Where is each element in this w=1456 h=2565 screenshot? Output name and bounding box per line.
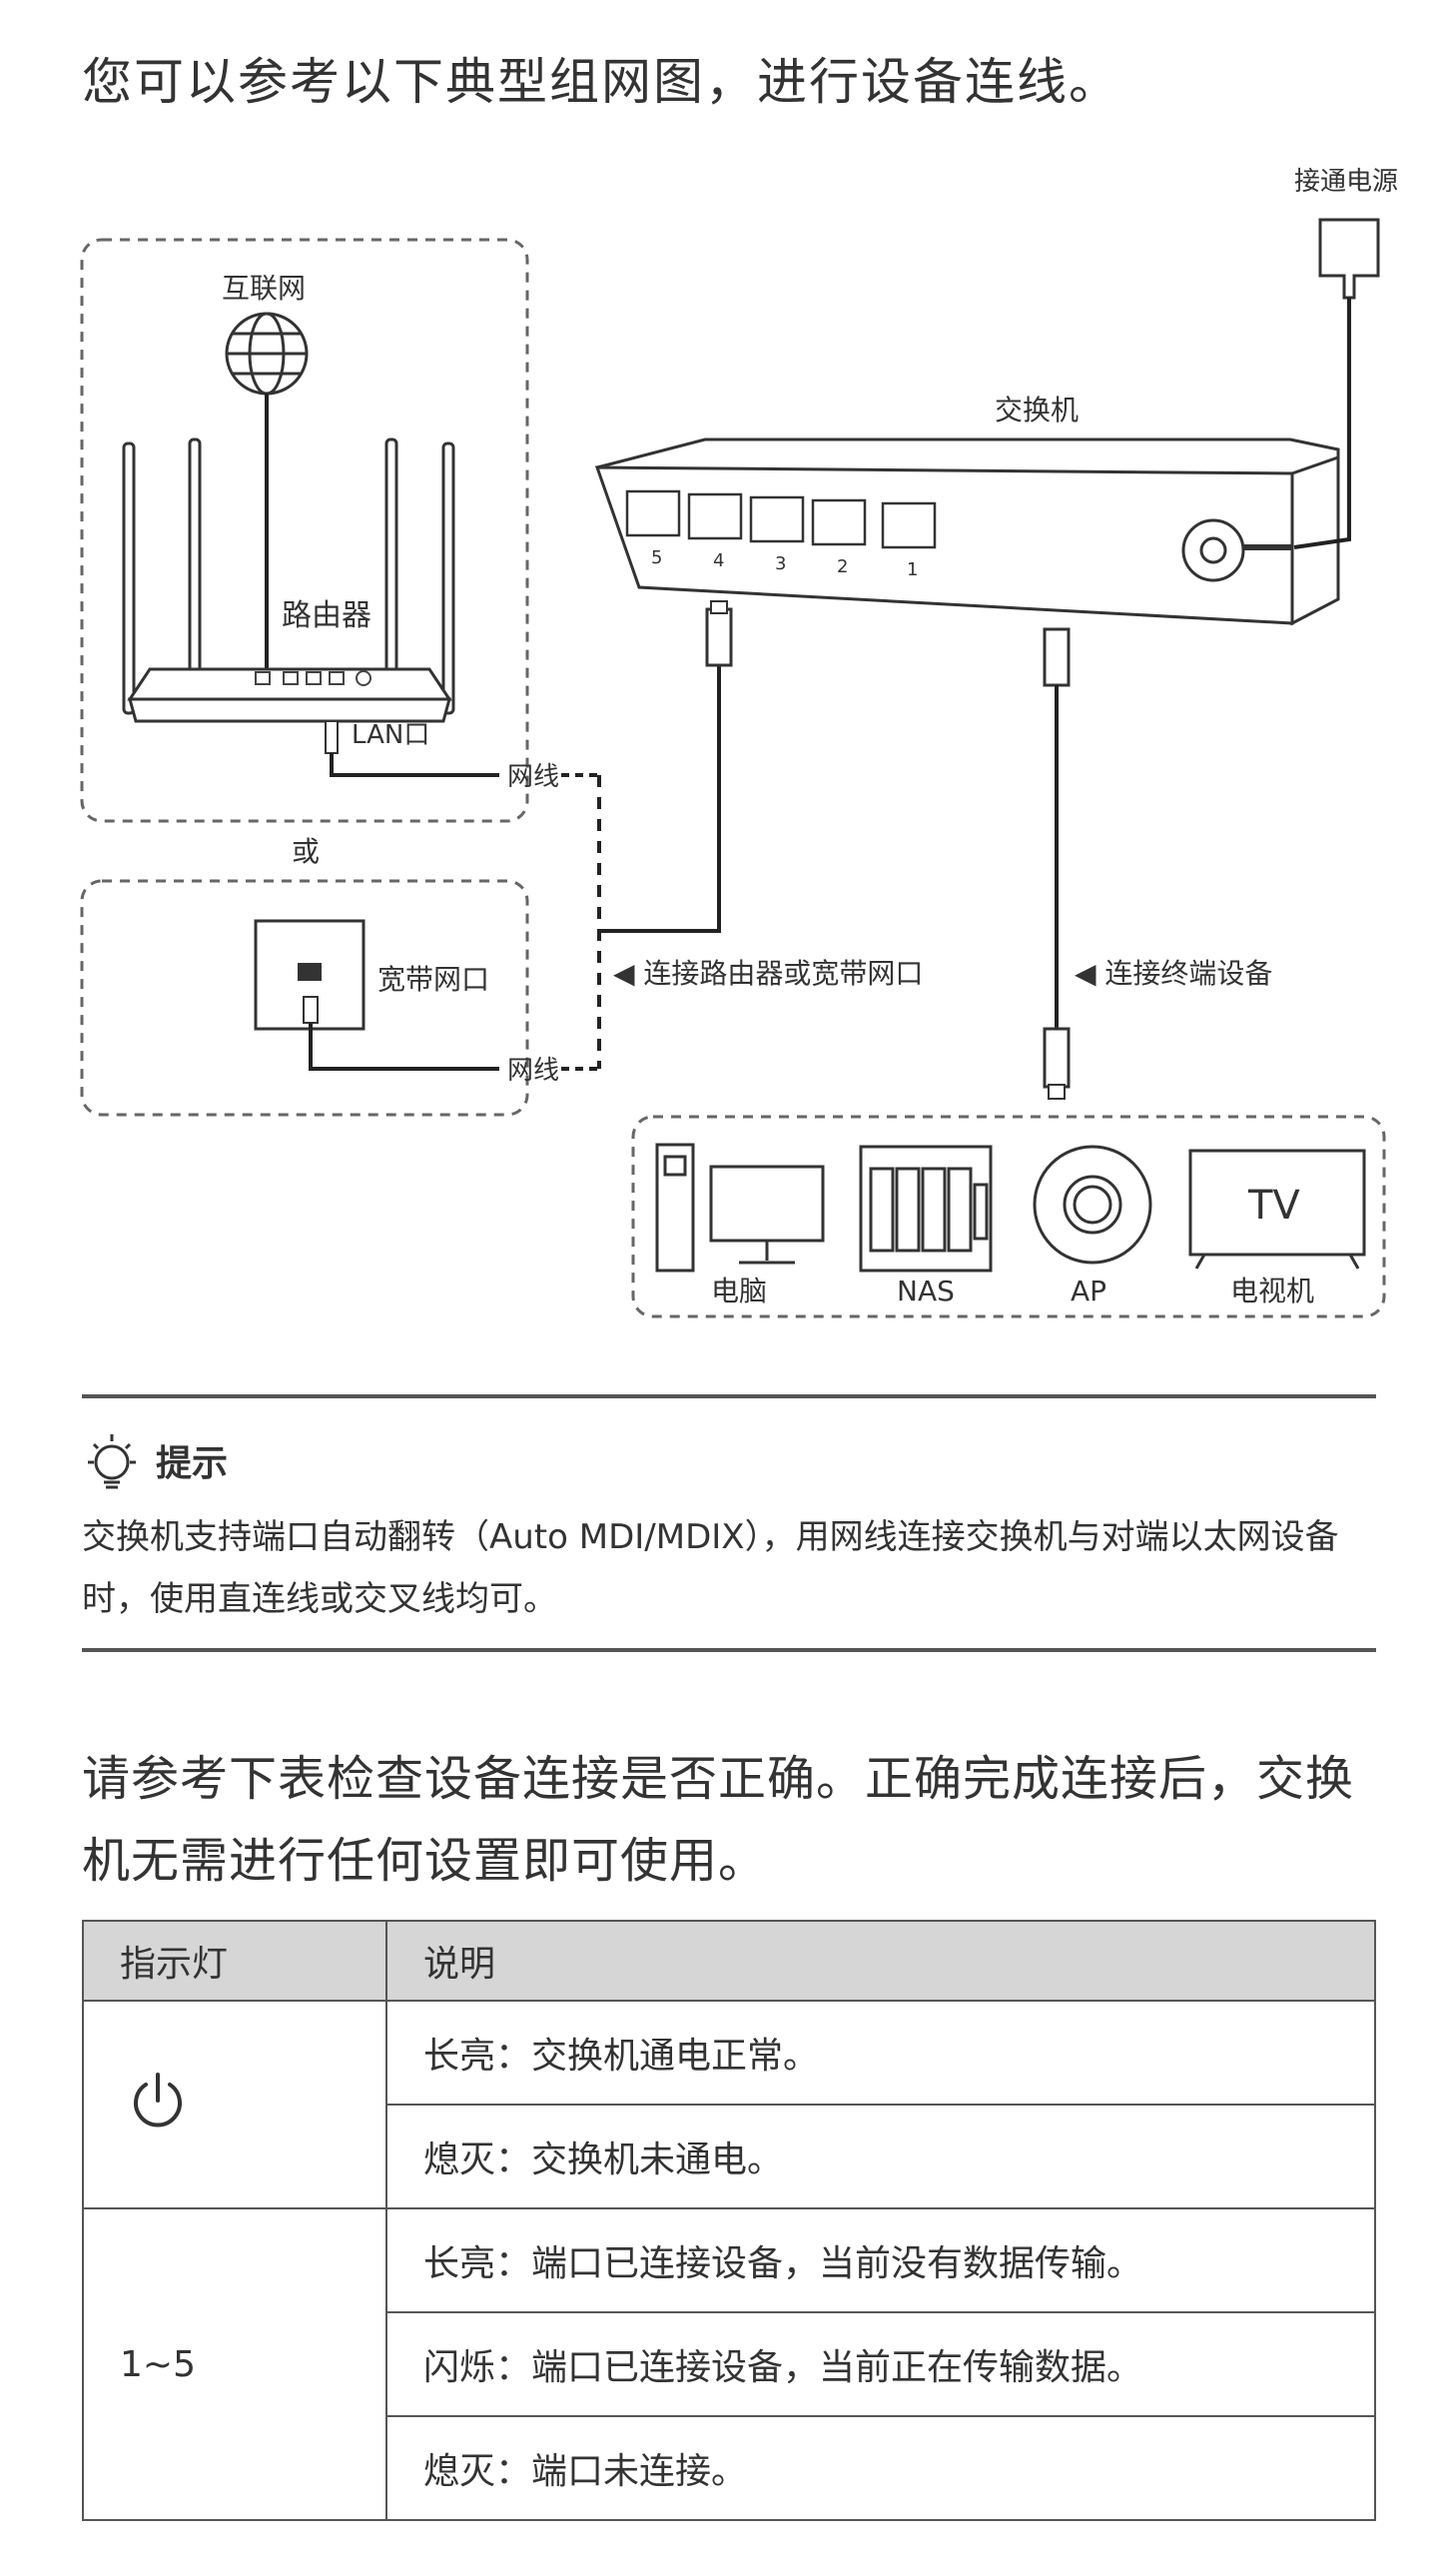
switch-ports [625,489,937,549]
tip-body: 交换机支持端口自动翻转（Auto MDI/MDIX），用网线连接交换机与对端以太… [82,1517,1339,1619]
globe-icon [225,312,309,396]
intro-text: 您可以参考以下典型组网图，进行设备连线。 [82,53,1120,111]
wall-label: 宽带网口 [377,963,489,996]
lightbulb-icon [88,1434,136,1489]
network-diagram: 互联网 路由器 LAN口 网线 或 宽带网口 网线 ◀ 连接路由器或宽带网口 [80,167,1398,1318]
tip-top-rule [82,1394,1376,1398]
check-paragraph: 请参考下表检查设备连接是否正确。正确完成连接后，交换机无需进行任何设置即可使用。 [82,1751,1355,1889]
port-indicator-cell: 1~5 [82,2207,387,2521]
table-row: 1~5 长亮：端口已连接设备，当前没有数据传输。 [82,2207,1376,2521]
tv-icon [1188,1149,1366,1270]
tip-bottom-rule [82,1648,1376,1652]
switch-cable-plug [1043,627,1071,687]
device-tv-label: 电视机 [1230,1275,1314,1307]
conn-terminal-label: ◀ 连接终端设备 [1075,957,1272,990]
wall-box [80,879,529,1117]
table-row: 长亮：交换机通电正常。 [82,2000,1376,2209]
device-cable-plug [1043,1027,1071,1089]
power-desc-on: 长亮：交换机通电正常。 [385,2000,1376,2106]
internet-label: 互联网 [222,272,306,305]
header-indicator: 指示灯 [82,1920,387,2002]
table-row: 熄灭：交换机未通电。 [83,2104,1376,2209]
port-desc-on: 长亮：端口已连接设备，当前没有数据传输。 [385,2207,1376,2313]
header-description: 说明 [385,1920,1376,2002]
port-1-label: 1 [907,559,918,580]
router-box [80,238,529,823]
power-adapter-icon [1318,218,1380,300]
port-2-label: 2 [837,556,848,577]
table-row: 闪烁：端口已连接设备，当前正在传输数据。 [83,2311,1376,2417]
power-desc-off: 熄灭：交换机未通电。 [385,2104,1376,2209]
table-row: 熄灭：端口未连接。 [83,2415,1376,2521]
port-3-label: 3 [775,553,786,574]
indicator-table: 指示灯 说明 长亮：交换机通电正常。 熄灭：交换机未通电。 1~5 长亮：端口已… [82,1920,1376,2521]
tip-header: 提示 [82,1430,228,1490]
tip-title: 提示 [156,1443,229,1484]
power-indicator-cell [82,2000,387,2209]
cable-label-1: 网线 [507,762,559,792]
or-label: 或 [292,835,320,868]
conn-router-label: ◀ 连接路由器或宽带网口 [613,957,923,990]
pc-icon [655,1143,825,1273]
device-nas-label: NAS [897,1275,955,1307]
lan-label: LAN口 [352,720,429,750]
port-desc-off: 熄灭：端口未连接。 [385,2415,1376,2521]
cable-label-2: 网线 [507,1056,559,1086]
power-icon [134,2072,182,2127]
device-ap-label: AP [1071,1275,1106,1307]
table-header-row: 指示灯 说明 [82,1920,1376,2002]
power-label: 接通电源 [1294,167,1398,197]
ap-icon [1033,1145,1152,1265]
router-cable-plug [705,607,733,667]
switch-label: 交换机 [995,394,1079,427]
device-pc-label: 电脑 [711,1275,767,1307]
switch-side [1290,454,1340,626]
router-label: 路由器 [282,598,371,633]
port-desc-blink: 闪烁：端口已连接设备，当前正在传输数据。 [385,2311,1376,2417]
nas-icon [859,1145,993,1273]
port-4-label: 4 [713,550,724,571]
port-5-label: 5 [651,547,662,568]
tv-screen-text: TV [1247,1183,1300,1229]
